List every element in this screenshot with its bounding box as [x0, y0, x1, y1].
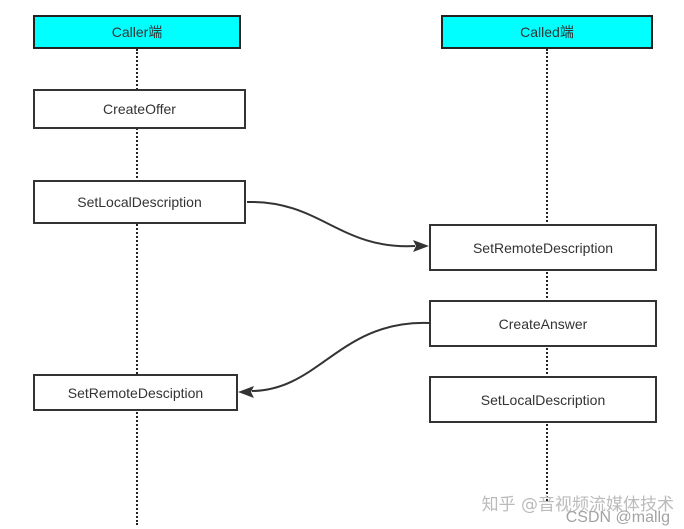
- called-header: Called端: [441, 15, 653, 49]
- caller-step-set-remote-description: SetRemoteDesciption: [33, 374, 238, 411]
- watermark: 知乎 @音视频流媒体技术: [482, 490, 674, 515]
- caller-lifeline: [136, 49, 138, 525]
- offer-arrow: [246, 200, 416, 248]
- watermark-text: 知乎 @音视频流媒体技术: [481, 495, 674, 515]
- called-header-label: Called端: [520, 24, 574, 40]
- caller-step-label: CreateOffer: [103, 101, 176, 117]
- caller-step-set-local-description: SetLocalDescription: [33, 180, 246, 224]
- called-lifeline: [546, 49, 548, 501]
- credit-text: CSDN @mallg: [565, 509, 670, 526]
- called-step-label: SetLocalDescription: [480, 391, 606, 408]
- called-step-create-answer: CreateAnswer: [429, 300, 657, 347]
- credit-watermark: CSDN @mallg: [566, 509, 670, 527]
- called-step-label: SetRemoteDescription: [472, 239, 614, 256]
- answer-arrowhead: [238, 386, 254, 398]
- called-step-set-local-description: SetLocalDescription: [429, 376, 657, 423]
- called-step-set-remote-description: SetRemoteDescription: [429, 224, 657, 271]
- called-step-label: CreateAnswer: [498, 315, 588, 332]
- answer-arrow: [251, 321, 430, 392]
- caller-header: Caller端: [33, 15, 241, 49]
- caller-step-create-offer: CreateOffer: [33, 89, 246, 129]
- caller-step-label: SetRemoteDesciption: [67, 384, 204, 401]
- caller-header-label: Caller端: [111, 24, 163, 40]
- offer-arrowhead: [413, 240, 429, 252]
- caller-step-label: SetLocalDescription: [77, 194, 202, 210]
